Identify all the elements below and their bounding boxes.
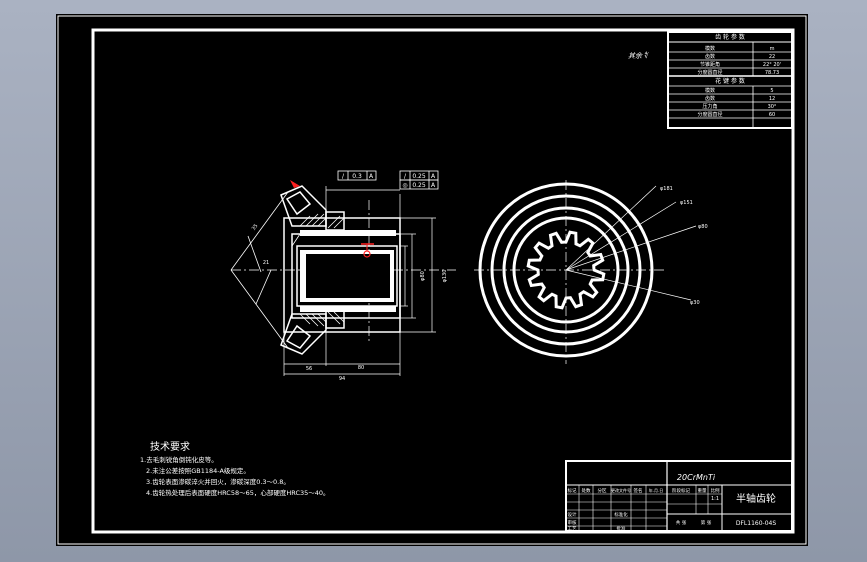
dim-h2: φ80 (420, 271, 426, 281)
dim-diam-2: φ151 (680, 200, 693, 206)
drawing-number: DFL1160-04S (736, 520, 776, 527)
spline-row-label: 分度圆直径 (697, 111, 722, 118)
title-block (565, 460, 793, 532)
red-markers (290, 180, 374, 258)
spline-profile (526, 230, 606, 310)
tb-cell: 年.月.日 (649, 487, 664, 493)
gear-section-view (230, 185, 456, 376)
spline-row-value: 60 (769, 112, 775, 118)
tb-cell: 标记 (568, 487, 577, 494)
tol-ref-1: A (369, 173, 374, 180)
tb-cell: 第 张 (701, 519, 712, 526)
gear-row-label: 模数 (705, 45, 715, 52)
tech-item: 1.去毛刺锐角倒钝化皮等。 (140, 455, 218, 464)
tol-value-1: 0.3 (352, 173, 362, 180)
spline-row-value: 30° (768, 104, 777, 110)
dim-80: 80 (358, 365, 364, 371)
tech-item: 4.齿轮热处理后表面硬度HRC58～65，心部硬度HRC35～40。 (146, 488, 330, 497)
gear-table-title: 齿 轮 参 数 (715, 33, 745, 41)
material-label: 20CrMnTi (677, 473, 716, 482)
spline-row-label: 压力角 (702, 103, 717, 110)
tech-title: 技术要求 (150, 440, 190, 453)
dim-diam-outer: φ181 (660, 186, 673, 192)
inner-border (91, 28, 795, 534)
gear-row-value: m (770, 46, 775, 52)
dim-h1: φ130 (442, 270, 448, 283)
tb-cell: 共 张 (676, 519, 687, 526)
tb-cell: 处数 (582, 487, 591, 494)
spline-row-label: 齿数 (705, 95, 715, 102)
dim-side-1: 35 (251, 223, 260, 232)
tb-cell: 设计 (568, 511, 577, 518)
gear-row-label: 分度圆直径 (697, 69, 722, 76)
part-name: 半轴齿轮 (736, 492, 776, 505)
roughness-note: 其余 ∜ (628, 51, 649, 60)
gear-row-value: 22° 20' (763, 62, 781, 68)
gear-row-value: 78.73 (765, 70, 779, 76)
tb-cell: 重量 (698, 487, 707, 494)
gear-row-value: 22 (769, 54, 775, 60)
spline-table-title: 花 键 参 数 (715, 77, 745, 85)
svg-text:/: / (404, 173, 407, 180)
scale-value: 1:1 (711, 496, 719, 502)
outer-border (57, 15, 807, 545)
drawing-sheet: 齿 轮 参 数 模数 m 齿数 22 节锥距角 22° 20' 分度圆直径 78… (56, 14, 808, 546)
technical-requirements: 技术要求 1.去毛刺锐角倒钝化皮等。 2.未注公差按照GB1184-A级规定。 … (140, 440, 330, 497)
tech-item: 2.未注公差按照GB1184-A级规定。 (146, 466, 250, 475)
tb-cell: 比例 (711, 487, 720, 494)
tb-cell: 更改文件号 (611, 487, 631, 493)
dim-diam-4: φ30 (690, 300, 700, 306)
tol-ref-3: A (431, 182, 436, 189)
spline-row-label: 模数 (705, 87, 715, 94)
cad-drawing: 齿 轮 参 数 模数 m 齿数 22 节锥距角 22° 20' 分度圆直径 78… (57, 15, 807, 545)
dim-diam-3: φ80 (698, 224, 708, 230)
spline-row-value: 12 (769, 96, 775, 102)
tol-value-2: 0.25 (412, 173, 426, 180)
tb-cell: 阶段标记 (672, 487, 690, 494)
tolerance-frames: / 0.3 A / 0.25 A ◎ 0.25 A (337, 170, 439, 190)
tol-value-3: 0.25 (412, 182, 426, 189)
tb-cell: 工艺 (568, 526, 577, 532)
dim-94: 94 (339, 376, 345, 382)
tb-cell: 审核 (568, 519, 577, 526)
gear-end-view (474, 180, 697, 364)
svg-text:/: / (342, 173, 345, 180)
gear-row-label: 节锥距角 (700, 61, 720, 68)
tb-cell: 分区 (598, 487, 607, 494)
tol-ref-2: A (431, 173, 436, 180)
dim-56: 56 (306, 366, 312, 372)
tb-cell: 签名 (634, 487, 643, 494)
gear-row-label: 齿数 (705, 53, 715, 60)
tb-cell: 批准 (617, 525, 626, 532)
svg-text:◎: ◎ (402, 182, 407, 189)
gear-parameter-table: 齿 轮 参 数 模数 m 齿数 22 节锥距角 22° 20' 分度圆直径 78… (667, 31, 793, 129)
tb-cell: 标准化 (614, 511, 628, 518)
tech-item: 3.齿轮表面渗碳淬火并回火，渗碳深度0.3～0.8。 (146, 477, 290, 486)
spline-row-value: 5 (770, 88, 773, 94)
dim-side-2: 21 (263, 260, 269, 266)
